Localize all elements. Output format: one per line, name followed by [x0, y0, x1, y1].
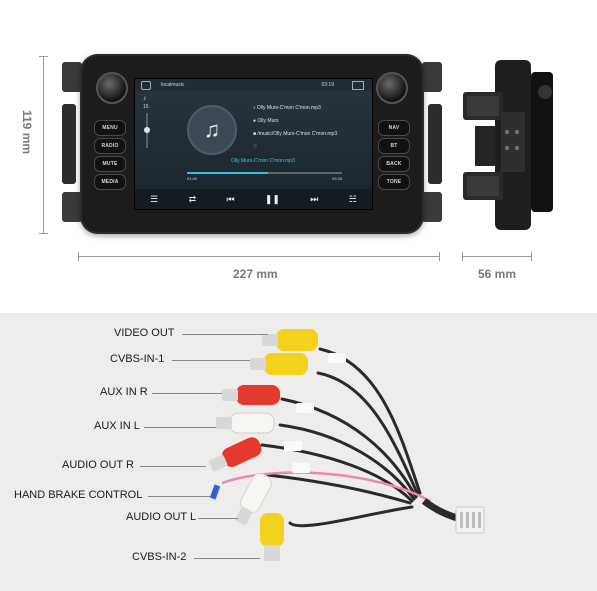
depth-dimension-cap-right — [531, 252, 532, 261]
height-dimension-cap-top — [39, 56, 48, 57]
width-dimension-cap-right — [439, 252, 440, 261]
back-button[interactable]: BACK — [378, 156, 410, 172]
depth-dimension-cap-left — [462, 252, 463, 261]
favorite-row: ♡ — [253, 141, 337, 154]
rca-cable-section: VIDEO OUT CVBS-IN-1 AUX IN R AUX IN L AU… — [0, 313, 597, 591]
app-title: localmusic — [161, 82, 185, 88]
elapsed-time: 01:40 — [187, 176, 198, 181]
pause-icon[interactable]: ❚❚ — [264, 193, 280, 204]
label-audio-out-l: AUDIO OUT L — [126, 511, 197, 523]
leader-aux-in-r — [152, 393, 222, 394]
next-icon[interactable]: ⏭ — [310, 193, 319, 204]
width-dimension-cap-left — [78, 252, 79, 261]
status-bar: localmusic 03:19 — [135, 79, 372, 91]
head-unit-side-view — [463, 60, 553, 230]
shuffle-icon[interactable]: ⇄ — [188, 193, 197, 204]
radio-button[interactable]: RADIO — [94, 138, 126, 154]
mount-bracket-top-right — [422, 62, 442, 92]
height-dimension-cap-bottom — [39, 233, 48, 234]
height-dimension-line — [43, 56, 44, 234]
label-aux-in-l: AUX IN L — [94, 420, 140, 432]
bt-button[interactable]: BT — [378, 138, 410, 154]
leader-aux-in-l — [144, 427, 216, 428]
folder-icon: ■ — [253, 131, 258, 137]
leader-video-out — [182, 334, 268, 335]
side-rail-right — [428, 104, 442, 184]
depth-dimension-line — [462, 256, 532, 257]
rca-cable-illustration — [209, 329, 485, 561]
window-icon[interactable] — [352, 81, 364, 90]
depth-label: 56 mm — [478, 267, 517, 281]
tone-button[interactable]: TONE — [378, 174, 410, 190]
label-aux-in-r: AUX IN R — [100, 386, 148, 398]
leader-cvbs-in-1 — [172, 360, 250, 361]
person-icon: ● — [253, 118, 258, 124]
progress-fill — [187, 172, 268, 174]
label-cvbs-in-2: CVBS-IN-2 — [132, 551, 187, 563]
media-button[interactable]: MEDIA — [94, 174, 126, 190]
previous-icon[interactable]: ⏮ — [226, 193, 235, 204]
label-video-out: VIDEO OUT — [114, 327, 175, 339]
track-title-row: ♪ Olly Murs-C'mon C'mon.mp3 — [253, 102, 337, 115]
mount-bracket-bottom-left — [62, 192, 82, 222]
volume-knob[interactable] — [96, 72, 128, 104]
speaker-icon: ♪ — [143, 95, 147, 102]
volume-slider[interactable]: ♪ 15 — [143, 95, 151, 150]
menu-button[interactable]: MENU — [94, 120, 126, 136]
volume-value: 15 — [143, 104, 149, 110]
head-unit-front: MENU RADIO MUTE MEDIA NAV BT BACK TONE l… — [62, 44, 442, 234]
track-title: Olly Murs-C'mon C'mon.mp3 — [256, 105, 321, 111]
label-audio-out-r: AUDIO OUT R — [62, 459, 134, 471]
playback-controls: ☰ ⇄ ⏮ ❚❚ ⏭ ☵ — [135, 189, 372, 209]
side-rail-left — [62, 104, 76, 184]
music-note-icon: ♫ — [187, 105, 237, 155]
now-playing: Olly Murs-C'mon C'mon.mp3 — [231, 158, 295, 164]
leader-audio-out-l — [198, 518, 238, 519]
file-path: /music/Olly Murs-C'mon C'mon.mp3 — [257, 131, 338, 137]
heart-icon[interactable]: ♡ — [253, 144, 258, 150]
mount-bracket-top-left — [62, 62, 82, 92]
label-hand-brake-control: HAND BRAKE CONTROL — [14, 489, 143, 501]
path-row: ■ /music/Olly Murs-C'mon C'mon.mp3 — [253, 128, 337, 141]
progress-bar[interactable] — [187, 172, 342, 174]
nav-button[interactable]: NAV — [378, 120, 410, 136]
tuning-knob[interactable] — [376, 72, 408, 104]
label-cvbs-in-1: CVBS-IN-1 — [110, 353, 165, 365]
equalizer-icon[interactable]: ☵ — [348, 193, 357, 204]
music-file-icon: ♪ — [253, 105, 257, 111]
mount-bracket-bottom-right — [422, 192, 442, 222]
width-dimension-line — [78, 256, 440, 257]
dimensions-section: 119 mm 227 mm 56 mm MENU RADIO MUTE — [20, 44, 553, 281]
volume-handle[interactable] — [144, 127, 150, 133]
front-bezel: MENU RADIO MUTE MEDIA NAV BT BACK TONE l… — [80, 54, 424, 234]
height-label: 119 mm — [20, 110, 34, 155]
mute-button[interactable]: MUTE — [94, 156, 126, 172]
artist-name: Olly Murs — [257, 118, 279, 124]
leader-audio-out-r — [140, 466, 206, 467]
width-label: 227 mm — [233, 267, 278, 281]
total-time: 03:33 — [331, 176, 342, 181]
video-out-plug — [262, 329, 318, 351]
playlist-icon[interactable]: ☰ — [150, 193, 159, 204]
artist-row: ● Olly Murs — [253, 115, 337, 128]
track-info: ♪ Olly Murs-C'mon C'mon.mp3 ● Olly Murs … — [253, 102, 337, 154]
touchscreen[interactable]: localmusic 03:19 ♪ 15 ♫ ♪ Olly Murs-C'mo… — [134, 78, 373, 210]
clock: 03:19 — [321, 82, 334, 88]
leader-hand-brake-control — [148, 496, 210, 497]
home-icon[interactable] — [141, 81, 151, 90]
leader-cvbs-in-2 — [194, 558, 260, 559]
